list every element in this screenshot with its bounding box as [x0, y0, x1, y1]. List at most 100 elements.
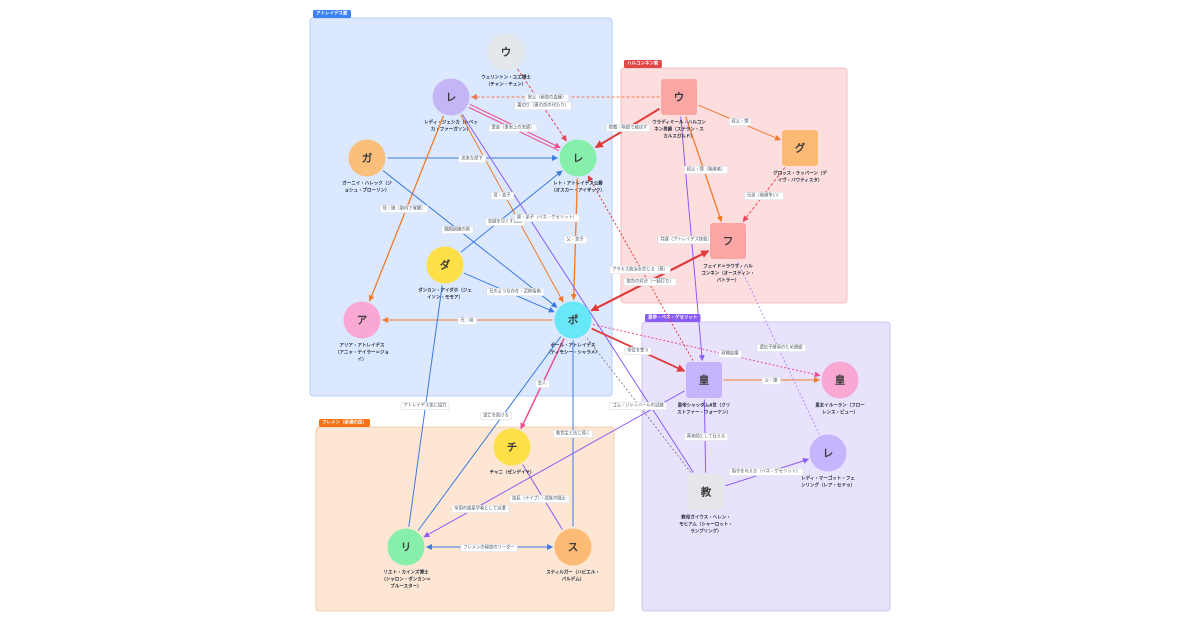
edge-label-box: [460, 544, 518, 552]
group-emperor-bene-gesserit: 皇帝・ベネ・ゲセリット: [641, 314, 891, 612]
edge-label-text: フレメンの秘密のリーダー: [463, 544, 515, 551]
edge-label-text: 逃亡を助ける: [483, 412, 509, 419]
edge-label-box: [379, 205, 429, 213]
edge-label-box: [534, 380, 550, 388]
node-initial: ス: [568, 542, 579, 554]
node-square: [686, 362, 722, 398]
group-box: [641, 321, 891, 612]
node-name-line: フェイド＝ラウサ・ハル: [703, 263, 753, 270]
edge-line: [742, 167, 786, 222]
node-initial: リ: [401, 542, 412, 554]
edge-duncan-leto: [460, 170, 563, 253]
edge-label-box: [458, 155, 487, 163]
edge-label-box: [486, 288, 545, 296]
edge-liet-paul: [417, 336, 562, 531]
node-circle: [387, 528, 425, 566]
edge-label: アトレイデス家に協力: [400, 402, 450, 410]
edge-line: [585, 335, 692, 473]
edge-mohiam-paul: [585, 335, 692, 473]
edge-label-text: 父・息子: [566, 236, 584, 243]
node-leto: レレト・アトレイデス公爵（オスカー・アイザック）: [551, 139, 605, 194]
node-name-line: ガーニイ・ハレック（ジ: [342, 180, 392, 187]
edge-label: 帝位を奪う: [624, 347, 652, 355]
edge-label-box: [514, 214, 580, 222]
edge-label-box: [744, 192, 784, 200]
edge-label-box: [509, 495, 570, 503]
edge-label-box: [553, 430, 593, 438]
edge-label-box: [605, 124, 651, 132]
node-name-line: レト・アトレイデス公爵: [553, 180, 603, 187]
edge-label-text: アトレイデス家に協力: [404, 402, 447, 409]
node-name-line: イ）: [358, 357, 367, 363]
node-initial: ア: [357, 315, 368, 327]
edge-label-box: [684, 433, 728, 441]
node-initial: グ: [795, 142, 806, 155]
edge-label: フレメンの秘密のリーダー: [460, 544, 518, 552]
edge-label-box: [514, 102, 572, 110]
edge-label-text: 母・娘（胎内で覚醒）: [383, 205, 426, 212]
edge-label-text: 師・弟子（ベネ・ゲセリット）: [517, 214, 577, 221]
node-name-line: ブルースター）: [390, 583, 421, 590]
node-initial: レ: [823, 448, 834, 460]
edge-yueh-leto: [517, 68, 567, 142]
edge-label-text: 叔父・甥: [731, 118, 748, 125]
node-layer: ウウェリントン・ユエ博士（チャン・チュン）レレディ・ジェシカ（レベッカ・ファーガ…: [335, 33, 865, 590]
edge-label: 兄・妹: [457, 317, 477, 325]
edge-jessica-paul: [460, 114, 564, 303]
group-fremen: フレメン（砂漠の民）: [315, 419, 615, 612]
node-initial: 皇: [699, 374, 710, 387]
group-tag: [624, 60, 662, 68]
node-name-line: コンネン（オースティン・: [701, 270, 754, 277]
group-tag-label: フレメン（砂漠の民）: [322, 419, 367, 426]
edge-label-box: [683, 166, 729, 174]
edge-label-box: [623, 278, 677, 286]
edge-label-text: アラキス統治を命じる（罠）: [612, 266, 668, 273]
node-initial: ダ: [440, 259, 451, 272]
edge-label: 愛妾（事実上の夫婦）: [488, 124, 538, 132]
edge-label-box: [728, 468, 804, 476]
edge-label-box: [457, 317, 477, 325]
node-circle: [343, 301, 381, 339]
node-initial: ウ: [674, 92, 685, 104]
node-circle: [493, 428, 531, 466]
edge-line: [382, 170, 558, 308]
node-circle: [426, 246, 464, 284]
edge-label: 族長（ナイブ）・部族の戦士: [509, 495, 570, 503]
edge-label-text: 宿敵・暗殺で滅ぼす: [609, 124, 648, 131]
node-name-line: イソン・モモア）: [427, 295, 463, 301]
edge-label: 共謀（アトレイデス抹殺）: [657, 236, 715, 244]
edge-label-box: [490, 192, 515, 200]
edge-label-text: 真実師として仕える: [687, 433, 725, 440]
edge-label-box: [563, 236, 588, 244]
group-box: [315, 426, 615, 612]
node-name-line: リエト・カインズ博士: [384, 569, 429, 576]
node-name-line: アリア・アトレイデス: [340, 342, 385, 349]
edge-line: [460, 170, 563, 253]
edge-label-text: 族長（ナイブ）・部族の戦士: [512, 495, 566, 502]
node-name-line: 皇女イルーラン（フロー: [815, 402, 865, 409]
node-name-line: チャニ（ゼンデイヤ）: [490, 469, 535, 476]
node-circle: [554, 528, 592, 566]
node-circle: [821, 361, 859, 399]
edge-label-text: 兄弟（後継争い）: [747, 192, 781, 199]
group-box: [309, 17, 613, 397]
edge-line: [417, 336, 562, 531]
edge-label-text: 戦闘訓練の師: [444, 226, 470, 233]
node-name-line: ョシュ・ブローリン）: [345, 187, 390, 194]
edge-label-box: [524, 94, 570, 102]
node-name-line: 皇帝シャッダム4世（クリ: [678, 402, 731, 409]
edge-label: 叔父・甥: [728, 118, 752, 126]
edge-label: 母・息子: [490, 192, 515, 200]
node-square: [661, 79, 697, 115]
